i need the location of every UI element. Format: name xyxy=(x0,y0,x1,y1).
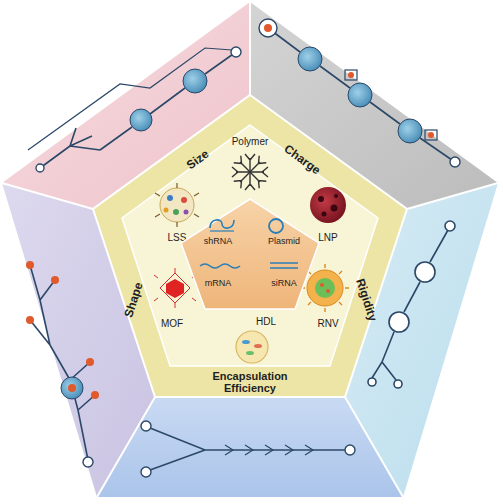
cargo-outline xyxy=(180,198,320,310)
carrier-label: MOF xyxy=(161,318,183,329)
lnp-particle xyxy=(310,187,346,223)
rigidity-chip xyxy=(368,221,455,388)
encapsulation-chip xyxy=(141,421,355,477)
cargo-label: mRNA xyxy=(205,279,232,289)
cargo-pentagon: shRNA Plasmid mRNA siRNA xyxy=(180,198,320,310)
property-band xyxy=(93,95,407,397)
dendrimer-icon xyxy=(232,154,268,190)
cargo-label: shRNA xyxy=(204,237,233,247)
cargo-label: siRNA xyxy=(271,279,297,289)
carrier-field xyxy=(122,125,378,366)
band-label: Encapsulation Efficiency xyxy=(195,370,305,394)
hdl-particle xyxy=(236,331,268,363)
shape-chip xyxy=(26,261,99,467)
lss-particle xyxy=(155,183,199,227)
mof-particle xyxy=(154,268,196,308)
carrier-label: RNV xyxy=(317,318,338,329)
carrier-label: HDL xyxy=(256,316,276,327)
carrier-label: Polymer xyxy=(232,136,269,147)
carrier-label: LNP xyxy=(318,232,337,243)
size-chip xyxy=(28,47,241,172)
cargo-label: Plasmid xyxy=(268,237,300,247)
